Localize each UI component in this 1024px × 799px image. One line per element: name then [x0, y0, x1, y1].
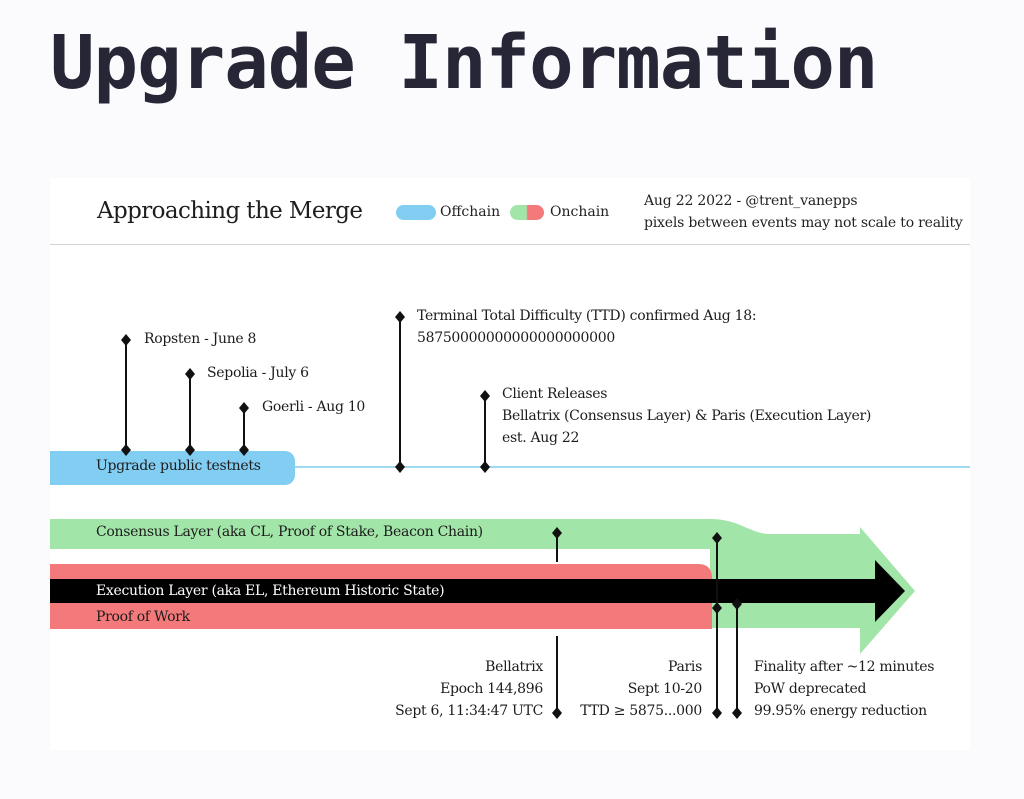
ttd-label: Terminal Total Difficulty (TTD) confirme…	[417, 308, 757, 324]
pow-deprecated-text: PoW deprecated	[754, 681, 867, 697]
ropsten-marker	[121, 334, 131, 346]
testnets-band-label: Upgrade public testnets	[96, 458, 261, 474]
scale-disclaimer: pixels between events may not scale to r…	[644, 215, 963, 231]
merge-diagram-card: Approaching the Merge Offchain Onchain A…	[50, 178, 970, 750]
goerli-marker	[239, 402, 249, 414]
legend-onchain-swatch	[510, 205, 544, 220]
client-releases-title: Client Releases	[502, 386, 608, 402]
energy-reduction-text: 99.95% energy reduction	[754, 703, 927, 719]
paris-ttd: TTD ≥ 5875...000	[580, 703, 702, 719]
legend-onchain-label: Onchain	[550, 204, 610, 220]
bellatrix-time: Sept 6, 11:34:47 UTC	[395, 703, 543, 719]
legend-offchain-swatch	[396, 205, 436, 220]
bellatrix-name: Bellatrix	[485, 659, 543, 675]
paris-name: Paris	[668, 659, 702, 675]
client-releases-marker	[480, 390, 490, 402]
finality-marker	[732, 598, 742, 610]
execution-layer-arrow	[50, 560, 905, 622]
client-releases-date: est. Aug 22	[502, 430, 580, 446]
paris-marker	[712, 532, 722, 544]
sepolia-marker	[185, 368, 195, 380]
author-note: Aug 22 2022 - @trent_vanepps	[644, 193, 858, 209]
ropsten-label: Ropsten - June 8	[144, 331, 257, 347]
timeline-diagram	[50, 311, 970, 719]
execution-layer-label: Execution Layer (aka EL, Ethereum Histor…	[96, 583, 445, 599]
goerli-label: Goerli - Aug 10	[262, 399, 366, 415]
finality-text: Finality after ~12 minutes	[754, 659, 935, 675]
diagram-title: Approaching the Merge	[97, 198, 363, 224]
legend-offchain-label: Offchain	[440, 204, 501, 220]
consensus-layer-label: Consensus Layer (aka CL, Proof of Stake,…	[96, 524, 483, 540]
bellatrix-epoch: Epoch 144,896	[440, 681, 543, 697]
ttd-marker	[395, 311, 405, 323]
ttd-value: 58750000000000000000000	[417, 330, 615, 346]
pow-band-label: Proof of Work	[96, 609, 190, 625]
bellatrix-marker	[552, 527, 562, 539]
client-releases-detail: Bellatrix (Consensus Layer) & Paris (Exe…	[502, 408, 872, 424]
sepolia-label: Sepolia - July 6	[207, 365, 309, 381]
paris-dates: Sept 10-20	[627, 681, 703, 697]
testnets-band	[50, 451, 295, 485]
header-divider	[50, 244, 970, 245]
page-title: Upgrade Information	[50, 20, 878, 106]
